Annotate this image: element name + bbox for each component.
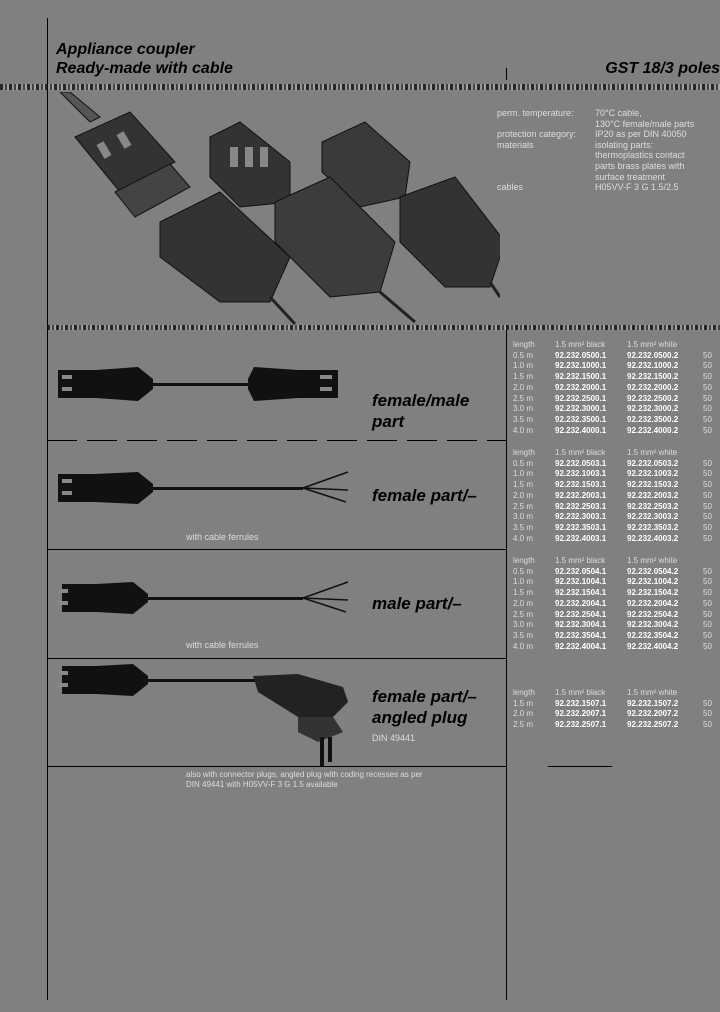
male-part-cable-drawing [58,581,349,614]
section-label: female/male [372,391,470,410]
table-rule [548,766,612,767]
female-male-cable-drawing [58,367,338,401]
series-name: GST 18/3 poles [605,60,720,77]
footnote: also with connector plugs, angled plug w… [186,770,423,789]
section-label: female part/– [372,687,477,706]
section-label-line2: angled plug [372,708,468,727]
angled-plug-cable-drawing [58,664,348,767]
left-margin-rule [47,18,48,1000]
header-rule [0,84,720,90]
section-rule [47,325,720,330]
cable-ferrules-note: with cable ferrules [186,532,259,542]
cable-ferrules-note: with cable ferrules [186,640,259,650]
page-title-line1: Appliance coupler [56,41,195,58]
spec-row: thermoplastics contact [595,150,685,161]
product-photo [60,92,500,326]
section-divider [47,766,506,767]
column-divider-top [506,68,507,80]
spec-row: 130°C female/male parts [595,118,695,129]
section-divider [47,658,506,659]
section-label: female part/– [372,486,477,505]
section-label: male part/– [372,594,462,613]
section-label-line2: part [372,412,405,431]
din-note: DIN 49441 [372,733,416,743]
spec-row: protection category:IP20 as per DIN 4005… [497,129,687,140]
section-divider [47,440,506,441]
column-divider [506,330,507,1000]
spec-row: parts brass plates with [595,160,685,171]
female-part-cable-drawing [58,471,349,504]
spec-row: surface treatment [595,171,666,182]
spec-list: perm. temperature:70°C cable, 130°C fema… [497,108,720,193]
page-title-line2: Ready-made with cable [56,60,233,77]
spec-row: perm. temperature:70°C cable, [497,108,642,118]
section-divider [47,549,506,550]
